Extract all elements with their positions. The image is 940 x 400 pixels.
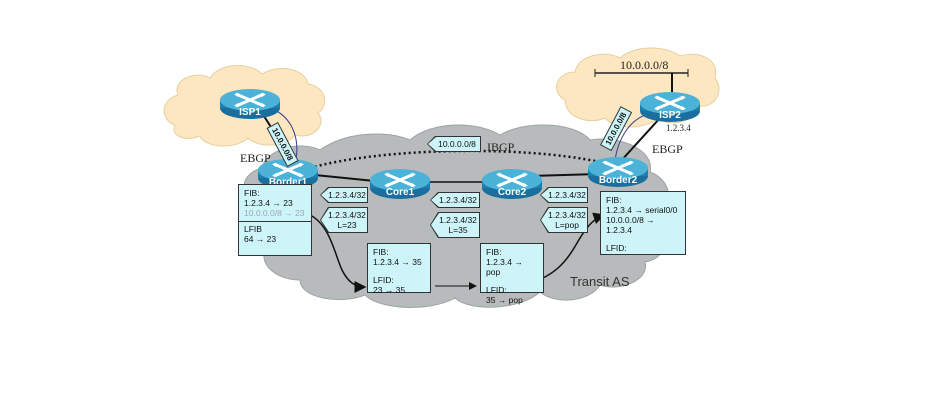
transit-as-label: Transit AS xyxy=(570,274,630,289)
isp2-address-label: 1.2.3.4 xyxy=(666,123,691,133)
ebgp-session-right xyxy=(614,114,646,161)
fib-row: 1.2.3.4 → 35 xyxy=(373,257,422,267)
fib-row: 1.2.3.4 → 23 xyxy=(244,198,293,208)
lfib-row: 23 → 35 xyxy=(373,285,406,295)
lsp-arrow-core2-border2 xyxy=(526,212,606,285)
lfib-title: LFID: xyxy=(486,285,507,295)
fib-row: 1.2.3.4 → serial0/0 xyxy=(606,205,678,215)
router-core1[interactable]: Core1 xyxy=(368,167,432,201)
svg-text:ISP1: ISP1 xyxy=(239,107,261,118)
ldp-tag: 1.2.3.4/32 xyxy=(320,187,368,203)
lfib-title: LFID: xyxy=(373,275,394,285)
router-border2[interactable]: Border2 xyxy=(586,155,650,189)
router-isp2[interactable]: ISP2 xyxy=(638,90,702,124)
core1-forwarding-table: FIB: 1.2.3.4 → 35 LFID: 23 → 35 xyxy=(367,243,431,295)
lfib-row: 35 → pop xyxy=(486,295,523,305)
prefix-tag-ibgp: 10.0.0.0/8 xyxy=(427,136,481,152)
router-border1[interactable]: Border1 xyxy=(256,157,320,191)
svg-text:ISP2: ISP2 xyxy=(659,110,681,121)
svg-text:Core1: Core1 xyxy=(386,187,415,198)
fib-title: FIB: xyxy=(373,247,389,257)
fib-row: 10.0.0.0/8 → 1.2.3.4 xyxy=(606,215,655,235)
ldp-tag: 1.2.3.4/32 xyxy=(540,187,588,203)
ebgp-session-left xyxy=(274,109,298,161)
fib-title: FIB: xyxy=(486,247,502,257)
fib-row: 1.2.3.4 → pop xyxy=(486,257,523,277)
fib-row: 10.0.0.0/8 → 23 xyxy=(244,208,305,218)
svg-text:Border2: Border2 xyxy=(599,175,638,186)
router-core2[interactable]: Core2 xyxy=(480,167,544,201)
router-isp1[interactable]: ISP1 xyxy=(218,87,282,121)
lfib-title: LFID: xyxy=(606,243,627,253)
ibgp-label: IBGP xyxy=(487,140,515,154)
ldp-tag: 1.2.3.4/32 xyxy=(430,192,480,208)
isp2-network-label: 10.0.0.0/8 xyxy=(620,58,668,72)
fib-title: FIB: xyxy=(244,188,260,198)
border1-forwarding-table: FIB: 1.2.3.4 → 23 10.0.0.0/8 → 23 LFIB 6… xyxy=(238,184,312,256)
svg-text:Border1: Border1 xyxy=(269,177,308,188)
core2-forwarding-table: FIB: 1.2.3.4 → pop LFID: 35 → pop xyxy=(480,243,544,305)
ebgp-label-left: EBGP xyxy=(240,151,271,165)
lfib-title: LFIB xyxy=(244,224,262,234)
link-core2-border2 xyxy=(529,173,599,177)
fib-title: FIB: xyxy=(606,195,622,205)
link-isp2-border2 xyxy=(619,117,661,163)
ebgp-label-right: EBGP xyxy=(652,142,683,156)
lsp-arrow-border1-core1 xyxy=(309,214,367,293)
table-divider xyxy=(239,221,311,222)
lfib-row: 64 → 23 xyxy=(244,234,277,244)
border2-forwarding-table: FIB: 1.2.3.4 → serial0/0 10.0.0.0/8 → 1.… xyxy=(600,191,686,255)
ibgp-session xyxy=(309,149,601,170)
svg-text:Core2: Core2 xyxy=(498,187,527,198)
